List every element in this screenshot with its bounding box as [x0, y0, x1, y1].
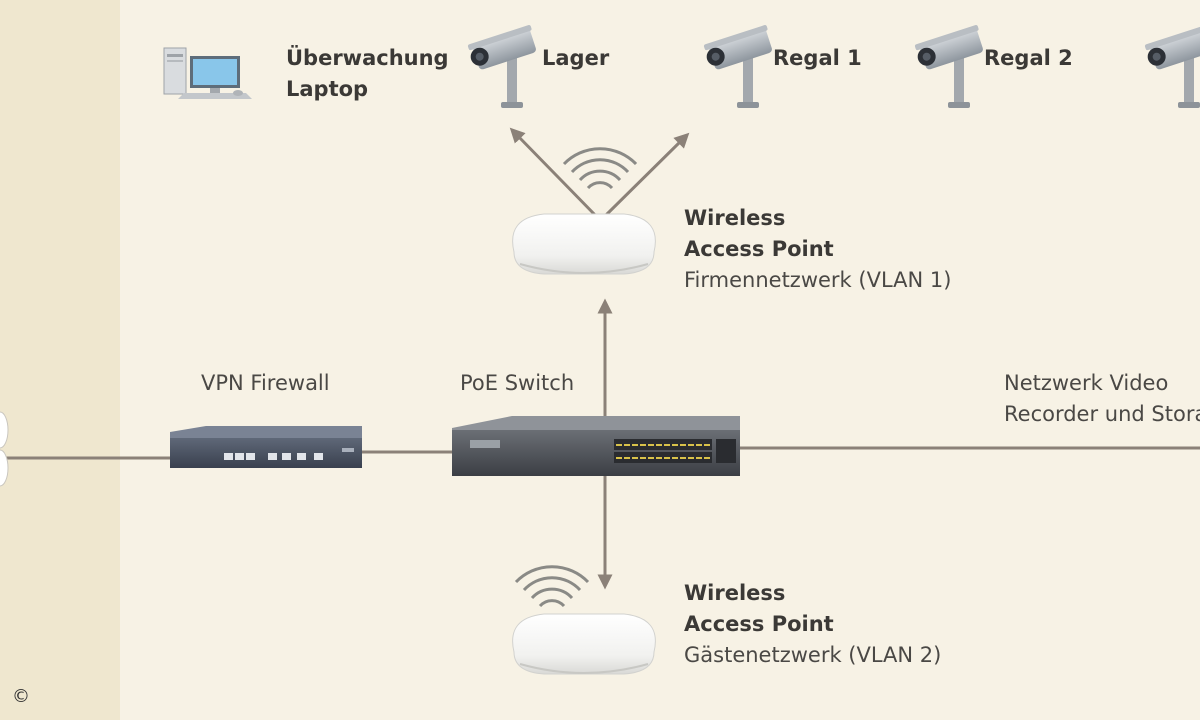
access-point-bottom-subtitle: Gästenetzwerk (VLAN 2): [684, 643, 942, 667]
monitoring-label: Überwachung Laptop: [286, 43, 449, 105]
vpn-firewall-icon: [170, 426, 362, 468]
access-point-top-title1: Wireless: [684, 206, 786, 230]
nvr-label: Netzwerk Video Recorder und Storage: [1004, 368, 1200, 430]
nvr-label-line1: Netzwerk Video: [1004, 371, 1169, 395]
poe-switch-icon: [452, 416, 740, 476]
monitoring-label-line1: Überwachung: [286, 46, 449, 70]
access-point-top-subtitle: Firmennetzwerk (VLAN 1): [684, 268, 952, 292]
nvr-label-line2: Recorder und Storage: [1004, 402, 1200, 426]
access-point-bottom-label: Wireless Access Point Gästenetzwerk (VLA…: [684, 578, 941, 671]
wifi-signal-bottom-icon: [514, 565, 590, 608]
monitoring-label-line2: Laptop: [286, 77, 369, 101]
poe-switch-label: PoE Switch: [460, 371, 575, 395]
camera-lager-icon: [466, 24, 539, 108]
access-point-bottom-title2: Access Point: [684, 612, 834, 636]
camera-regal1-icon: [702, 24, 775, 108]
access-point-top-title2: Access Point: [684, 237, 834, 261]
camera-regal2-icon: [913, 24, 986, 108]
access-point-bottom-icon: [511, 613, 657, 675]
wifi-signal-top-icon: [562, 147, 638, 190]
vpn-firewall-label: VPN Firewall: [201, 371, 330, 395]
access-point-top-label: Wireless Access Point Firmennetzwerk (VL…: [684, 203, 951, 296]
access-point-top-icon: [511, 213, 657, 275]
camera-partial-icon: [1143, 24, 1200, 108]
desktop-computer-icon: [163, 47, 252, 99]
copyright-symbol: ©: [12, 686, 30, 707]
camera-regal2-label: Regal 2: [984, 46, 1073, 70]
left-panel: [0, 0, 120, 720]
arrow-ap-to-cameras-left: [509, 127, 600, 220]
access-point-bottom-title1: Wireless: [684, 581, 786, 605]
camera-regal1-label: Regal 1: [773, 46, 862, 70]
arrow-ap-to-cameras-right: [601, 132, 690, 220]
router-icon: [0, 411, 9, 487]
camera-lager-label: Lager: [542, 46, 610, 70]
